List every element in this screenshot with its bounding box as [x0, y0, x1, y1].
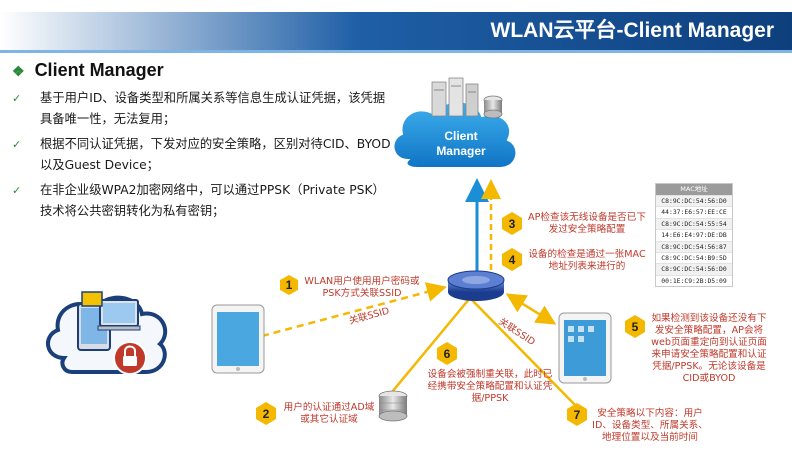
svg-text:1: 1	[286, 278, 293, 292]
database-icon	[378, 390, 408, 422]
access-point-icon	[447, 270, 505, 301]
bullet-item: ✓ 基于用户ID、设备类型和所属关系等信息生成认证凭据，该凭据具备唯一性，无法复…	[12, 88, 392, 130]
header-bar	[0, 12, 792, 53]
byod-devices-lock-icon	[46, 291, 168, 375]
mac-table-header: MAC地址	[656, 184, 732, 195]
mac-table-row: C8:9C:DC:54:56:87	[656, 240, 732, 252]
page-title: ❖ Client Manager	[12, 60, 164, 81]
checkmark-icon: ✓	[12, 138, 22, 151]
bullet-text: 根据不同认证凭据，下发对应的安全策略，区别对待CID、BYOD以及Guest D…	[40, 137, 391, 172]
step-text-6: 设备会被强制重关联，此时已经携带安全策略配置和认证凭据/PPSK	[427, 369, 553, 404]
mac-table-row: C8:9C:DC:54:55:54	[656, 217, 732, 230]
mac-table-row: 14:E6:E4:97:DE:DB	[656, 229, 732, 240]
line-ap-to-ad	[391, 297, 471, 393]
bullet-item: ✓ 根据不同认证凭据，下发对应的安全策略，区别对待CID、BYOD以及Guest…	[12, 134, 392, 176]
step-badge-5: 5	[625, 315, 645, 338]
mac-table-row: 00:1E:C9:2B:D5:09	[656, 274, 732, 286]
mac-table-row: C8:9C:DC:54:56:D0	[656, 195, 732, 207]
step-badge-4: 4	[502, 248, 522, 271]
step-badge-1: 1	[280, 275, 298, 295]
page-title-text: Client Manager	[34, 60, 164, 80]
checkmark-icon: ✓	[12, 184, 22, 197]
svg-text:7: 7	[574, 408, 581, 422]
mac-table-row: C8:9C:DC:54:B9:5D	[656, 251, 732, 263]
svg-text:3: 3	[509, 217, 516, 231]
tablet-icon	[558, 312, 612, 384]
mac-address-table: MAC地址 C8:9C:DC:54:56:D0 44:37:E6:57:EE:C…	[655, 183, 733, 288]
mac-table-row: C8:9C:DC:54:56:D0	[656, 263, 732, 275]
bullet-text: 基于用户ID、设备类型和所属关系等信息生成认证凭据，该凭据具备唯一性，无法复用；	[40, 91, 386, 126]
bullet-list: ✓ 基于用户ID、设备类型和所属关系等信息生成认证凭据，该凭据具备唯一性，无法复…	[12, 88, 392, 226]
cloud-label-line2: Manager	[436, 144, 486, 158]
step-text-5: 如果检测到该设备还没有下发安全策略配置，AP会将web页面重定向到认证页面来申请…	[651, 313, 767, 384]
mac-table-body: C8:9C:DC:54:56:D0 44:37:E6:57:EE:CE C8:9…	[656, 195, 732, 286]
step-badge-7: 7	[567, 403, 587, 426]
diamond-bullet-icon: ❖	[12, 63, 25, 79]
server-stack-icon	[431, 77, 503, 119]
step-badge-3: 3	[502, 212, 522, 235]
step-text-2: 用户的认证通过AD域或其它认证域	[283, 402, 375, 425]
step-text-4: 设备的检查是通过一张MAC地址列表来进行的	[528, 249, 646, 272]
step-badge-6: 6	[437, 342, 457, 365]
step-text-3: AP检查该无线设备是否已下发过安全策略配置	[528, 212, 646, 235]
cloud-client-manager	[392, 100, 518, 169]
svg-text:5: 5	[632, 320, 639, 334]
checkmark-icon: ✓	[12, 92, 22, 105]
bullet-item: ✓ 在非企业级WPA2加密网络中，可以通过PPSK（Private PSK）技术…	[12, 180, 392, 222]
header-title: WLAN云平台-Client Manager	[490, 19, 775, 42]
svg-text:2: 2	[263, 407, 270, 421]
tablet-icon	[211, 304, 265, 374]
line-ap-to-policy	[469, 297, 581, 411]
cloud-label-line1: Client	[444, 129, 477, 143]
step-text-7: 安全策略以下内容：用户ID、设备类型、所属关系、地理位置以及当前时间	[592, 408, 708, 443]
mac-table-row: 44:37:E6:57:EE:CE	[656, 206, 732, 217]
bullet-text: 在非企业级WPA2加密网络中，可以通过PPSK（Private PSK）技术将公…	[40, 183, 385, 218]
step-badge-2: 2	[256, 402, 276, 425]
arrow-associate-ssid-right-back	[505, 293, 553, 324]
svg-text:4: 4	[509, 253, 516, 267]
svg-text:6: 6	[444, 347, 451, 361]
step-text-1: WLAN用户使用用户密码或PSK方式关联SSID	[304, 276, 420, 299]
